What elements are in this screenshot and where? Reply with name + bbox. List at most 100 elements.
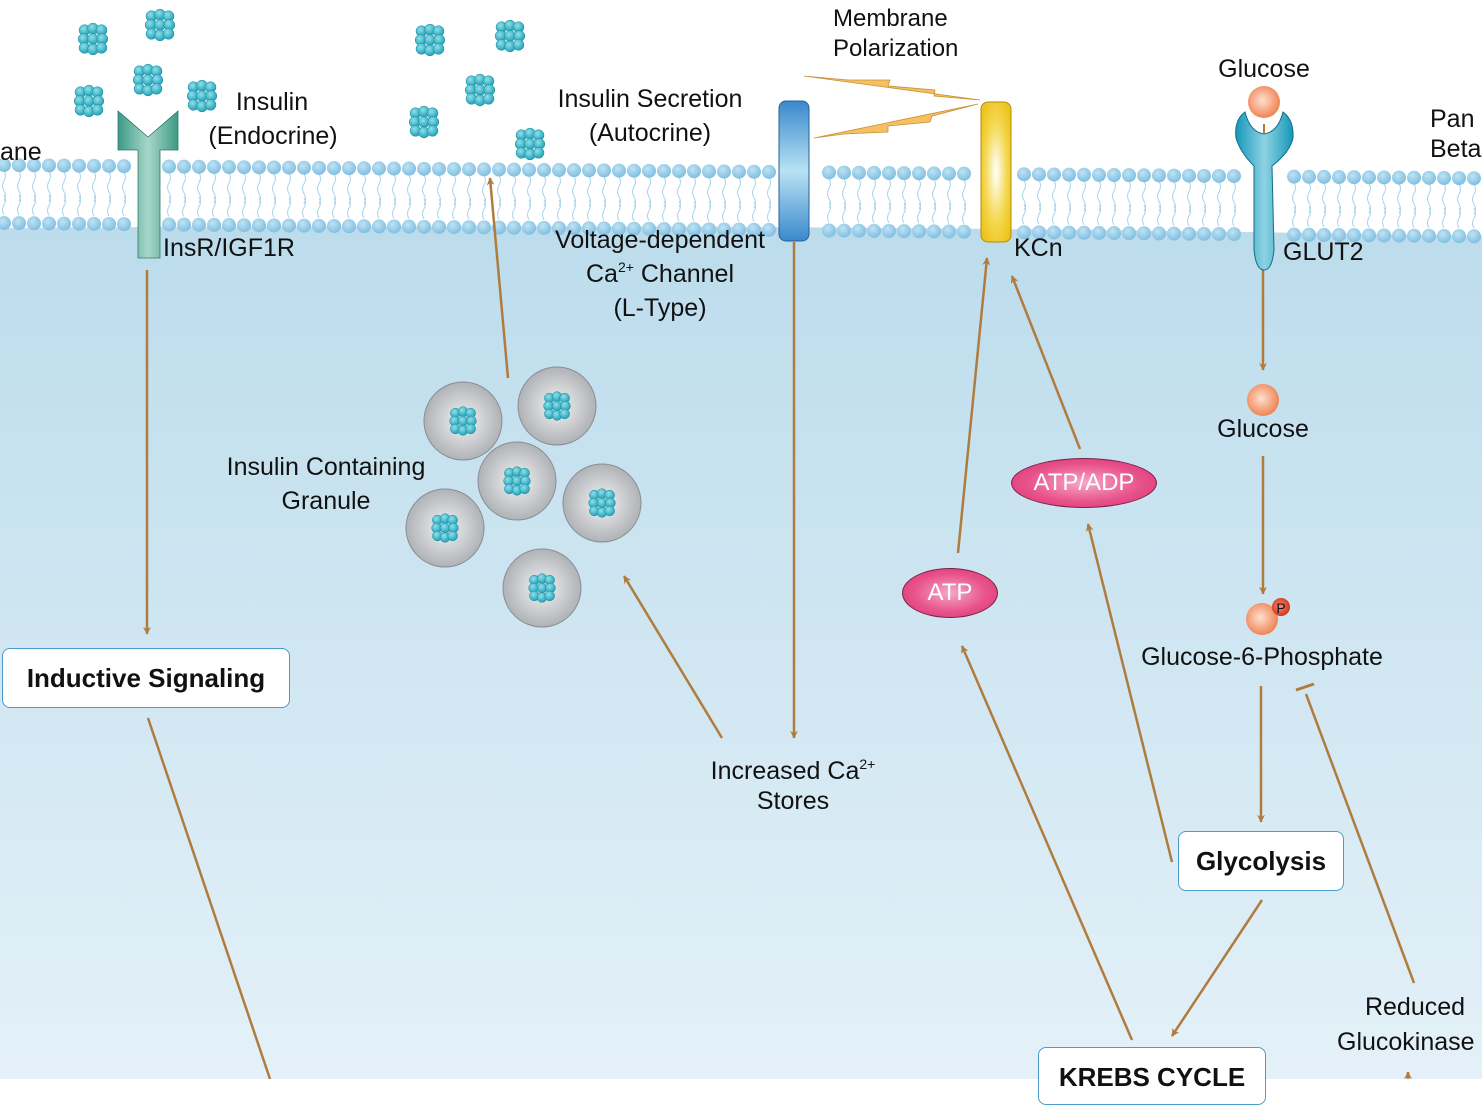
insulin-endocrine-sublabel: (Endocrine) (208, 122, 338, 150)
lipid-head (1047, 225, 1061, 240)
arrow-glycolysis-to-atpadp (1085, 523, 1174, 863)
inhibit-reducedgk-to-g6p (1304, 693, 1416, 984)
insulin-receptor-icon (117, 110, 179, 259)
glycolysis-box[interactable]: Glycolysis (1178, 831, 1344, 891)
lipid-head (507, 220, 521, 235)
lipid-head (417, 219, 431, 234)
lipid-head (87, 158, 101, 173)
lipid-head (612, 221, 626, 236)
lipid-head (372, 219, 386, 234)
lipid-head (387, 161, 401, 176)
lipid-head (672, 164, 686, 179)
lipid-head (1317, 227, 1331, 242)
lipid-head (537, 220, 551, 235)
lipid-head (1017, 225, 1031, 240)
ca-stores-sublabel: Stores (756, 787, 830, 815)
line-inductive-down (146, 717, 272, 1079)
lipid-head (702, 222, 716, 237)
lipid-head (1062, 167, 1076, 182)
vdcc-label: Voltage-dependent (555, 226, 765, 254)
lipid-head (837, 165, 851, 180)
lipid-head (1467, 229, 1481, 244)
lipid-head (627, 163, 641, 178)
lipid-head (747, 222, 761, 237)
lipid-head (597, 163, 611, 178)
lipid-head (507, 162, 521, 177)
lipid-head (942, 166, 956, 181)
lipid-head (117, 217, 131, 232)
plasma-membrane (0, 158, 1481, 244)
lipid-head (42, 216, 56, 231)
lipid-head (957, 224, 971, 239)
lipid-head (657, 163, 671, 178)
atp-node[interactable]: ATP (902, 568, 998, 618)
membrane-label: ane (0, 138, 42, 166)
krebs-cycle-box[interactable]: KREBS CYCLE (1038, 1047, 1266, 1105)
insulin-cluster-icon (543, 391, 571, 421)
lipid-head (462, 162, 476, 177)
lipid-head (642, 221, 656, 236)
lipid-head (582, 163, 596, 178)
lipid-head (267, 160, 281, 175)
lipid-head (552, 163, 566, 178)
membrane-polarization-label: Membrane (833, 5, 948, 32)
lipid-head (1032, 167, 1046, 182)
ca-stores-label: Increased Ca2+ (710, 756, 876, 785)
lipid-head (597, 221, 611, 236)
insulin-secretion-label: Insulin Secretion (557, 85, 743, 113)
arrow-atp-to-kcn (956, 257, 991, 554)
lipid-head (762, 164, 776, 179)
lipid-head (207, 217, 221, 232)
granule-sublabel: Granule (281, 487, 371, 515)
lipid-head (1317, 169, 1331, 184)
lipid-head (192, 217, 206, 232)
glucose-6-phosphate-icon (1246, 603, 1278, 635)
insr-label: InsR/IGF1R (163, 234, 295, 262)
lipid-head (222, 218, 236, 233)
lipid-head (207, 159, 221, 174)
insulin-cluster-icon (449, 406, 477, 436)
lipid-head (117, 159, 131, 174)
lipid-head (1017, 167, 1031, 182)
lipid-head (1152, 168, 1166, 183)
lipid-head (1377, 228, 1391, 243)
diagram-canvas: P (0, 8, 1482, 1079)
lipid-head (402, 161, 416, 176)
lipid-head (642, 163, 656, 178)
lipid-head (1377, 170, 1391, 185)
lipid-head (462, 220, 476, 235)
lipid-head (882, 166, 896, 181)
cell-label-line1: Pan (1430, 105, 1475, 133)
insulin-cluster-icon (431, 513, 459, 543)
lipid-head (1332, 228, 1346, 243)
lipid-head (357, 161, 371, 176)
cell-label-line2: Beta (1430, 135, 1482, 163)
lipid-head (312, 160, 326, 175)
glucose-molecule-icon (1248, 86, 1280, 118)
lipid-head (192, 159, 206, 174)
vdcc-sublabel: Ca2+ Channel (585, 259, 734, 288)
lipid-head (27, 216, 41, 231)
lipid-head (432, 219, 446, 234)
lipid-head (927, 166, 941, 181)
lipid-head (1032, 225, 1046, 240)
lipid-head (357, 219, 371, 234)
lipid-head (627, 221, 641, 236)
insulin-secretion-sublabel: (Autocrine) (588, 119, 712, 147)
atp-adp-node[interactable]: ATP/ADP (1011, 458, 1157, 508)
insulin-cluster-icon (503, 466, 531, 496)
lipid-head (747, 164, 761, 179)
lipid-head (1302, 169, 1316, 184)
lipid-head (477, 162, 491, 177)
insulin-endocrine-label: Insulin (235, 88, 309, 116)
lipid-head (402, 219, 416, 234)
lipid-head (177, 159, 191, 174)
lipid-head (942, 224, 956, 239)
lipid-head (27, 158, 41, 173)
lipid-head (252, 160, 266, 175)
inductive-signaling-box[interactable]: Inductive Signaling (2, 648, 290, 708)
lipid-head (687, 222, 701, 237)
lipid-head (327, 161, 341, 176)
lipid-head (1197, 168, 1211, 183)
lipid-head (1182, 226, 1196, 241)
